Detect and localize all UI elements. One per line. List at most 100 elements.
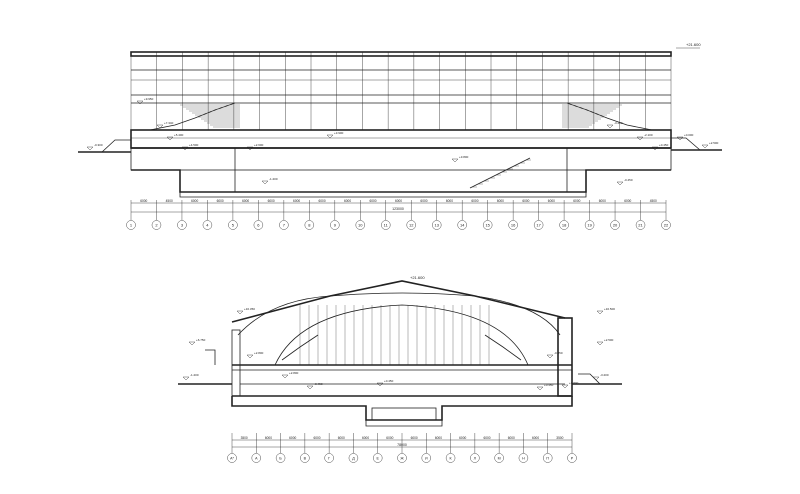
dimension-text: 3500: [556, 436, 563, 440]
roof-profile: [231, 280, 566, 323]
axis-bubble: [381, 220, 391, 230]
axis-bubble: [355, 220, 365, 230]
axis-label: 4: [206, 223, 209, 228]
axis-label: 14: [460, 223, 465, 228]
elevation-marks: +16.350+16.500+6.750+2.800-1.200+2.800-0…: [182, 307, 615, 391]
dimension-text: 6000: [344, 199, 351, 203]
stand-right-steps: [562, 104, 622, 128]
dimension-text: 6000: [522, 199, 529, 203]
transverse-section: +21.600 +16.350+16.500+6.750+2.800-1.200…: [178, 275, 622, 463]
elevation-marker: [86, 146, 94, 151]
entrance-stair-right: [671, 137, 701, 151]
elevation-text: +3.800: [459, 155, 469, 159]
axis-label: 20: [613, 223, 618, 228]
dimension-text: 6000: [289, 436, 296, 440]
wall-left: [231, 329, 241, 397]
axis-bubble: [330, 220, 340, 230]
dimension-text: 6000: [459, 436, 466, 440]
roof-columns: [130, 52, 672, 130]
elevation-marker: [451, 158, 459, 163]
elevation-text: -0.450: [624, 178, 633, 182]
pit-room: [371, 407, 437, 421]
dimension-text: 6000: [369, 199, 376, 203]
elevation-marker: [592, 376, 600, 381]
elevation-text: +2.800: [289, 371, 299, 375]
elevation-text: +0.450: [384, 379, 394, 383]
axis-bubble: [661, 220, 671, 230]
dimension-text: 4500: [650, 199, 657, 203]
elevation-marker: [246, 146, 254, 151]
axis-label: П: [546, 457, 549, 461]
elevation-marker: [136, 100, 144, 105]
elevation-text: +2.800: [254, 351, 264, 355]
elevation-text: -2.100: [644, 133, 653, 137]
elevation-text: +9.950: [144, 97, 154, 101]
axis-bubble: [584, 220, 595, 230]
elevation-text: +16.500: [604, 307, 615, 311]
axis-bubble: [126, 220, 136, 230]
axis-bubble: [397, 453, 407, 463]
dimension-text: 6000: [599, 199, 606, 203]
axis-label: 16: [511, 223, 516, 228]
roof-vault-inner: [237, 292, 561, 336]
axis-bubble: [445, 453, 456, 463]
elevation-marker: [166, 136, 174, 141]
stand-right-profile: [566, 102, 653, 131]
axis-label: В: [304, 457, 307, 461]
axis-bubble: [518, 453, 529, 463]
elevation-text: +2.600: [254, 143, 264, 147]
elevation-marker: [596, 310, 604, 315]
dimension-text: 6000: [471, 199, 478, 203]
axis-label: Г: [328, 457, 330, 461]
concourse-slab: [130, 129, 672, 149]
elevation-text: +0.450: [659, 143, 669, 147]
axis-label: М: [498, 457, 501, 461]
axis-label: 15: [485, 223, 490, 228]
elevation-marker: [676, 136, 684, 141]
elevation-text: +16.350: [244, 307, 255, 311]
dimension-text: 6000: [265, 436, 272, 440]
entrance-canopy: [205, 349, 216, 365]
elevation-marker: [546, 354, 554, 359]
dimension-text: 6000: [548, 199, 555, 203]
axis-bubble: [300, 453, 310, 463]
dimension-text: 6000: [386, 436, 393, 440]
foundation-bottom: [179, 192, 587, 198]
axis-label: 22: [664, 223, 669, 228]
elevation-marker: [261, 180, 269, 185]
axis-label: Д: [352, 457, 355, 461]
axis-label: 19: [587, 223, 592, 228]
axis-bubble: [275, 453, 286, 463]
elevation-text: +4.500: [189, 143, 199, 147]
roof-ribs: [299, 305, 490, 365]
elevation-text: +5.400: [174, 133, 184, 137]
dimension-text: 6000: [338, 436, 345, 440]
axis-label: 12: [409, 223, 414, 228]
stand-left-steps: [180, 104, 240, 128]
axis-bubble: [610, 220, 620, 230]
axis-bubble: [251, 453, 261, 463]
axis-label: Ж: [400, 457, 404, 461]
axis-bubble: [228, 220, 238, 230]
axis-bubble: [508, 220, 518, 230]
top-elevation-mark: +21.600: [686, 42, 701, 47]
axis-label: 5: [232, 223, 235, 228]
dimension-text: 6000: [483, 436, 490, 440]
axis-label: Р: [571, 457, 574, 461]
elevation-text: +2.500: [604, 338, 614, 342]
elevation-marks: +9.950+7.340+5.400+4.500+2.600-1.200-0.3…: [86, 97, 719, 186]
axis-bubble: [482, 220, 493, 230]
axis-label: Н: [522, 457, 525, 461]
dimension-text: 6000: [411, 436, 418, 440]
axis-label: 3: [181, 223, 184, 228]
axis-label: 18: [562, 223, 567, 228]
elevation-marker: [182, 376, 190, 381]
elevation-text: -0.450: [314, 382, 323, 386]
axis-bubble: [253, 220, 264, 230]
elevation-text: +7.340: [164, 121, 174, 125]
elevation-marker: [156, 124, 164, 129]
elevation-marker: [606, 124, 614, 129]
